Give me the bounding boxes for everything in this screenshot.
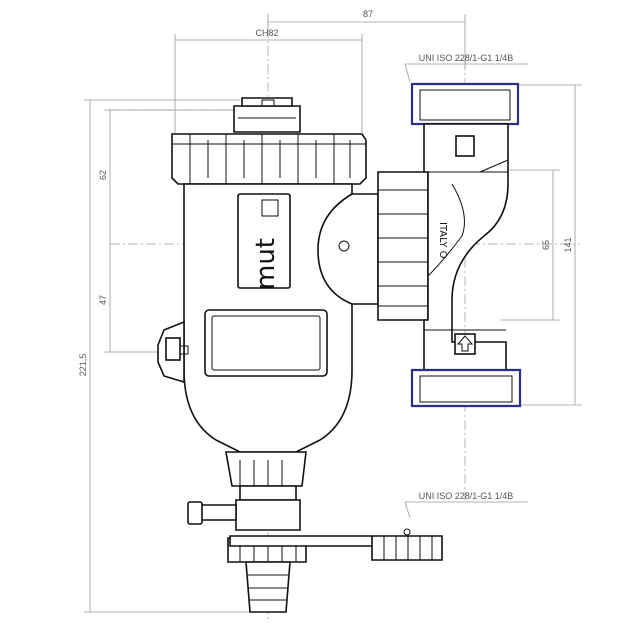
- brand-logo: mut: [251, 238, 281, 290]
- square-port-icon: [455, 135, 475, 157]
- dim-key-size: CH82: [255, 28, 278, 38]
- thread-spec-bottom: UNI ISO 228/1-G1 1/4B: [419, 491, 514, 501]
- separator-body: mut: [157, 97, 443, 613]
- drain-valve-icon: [187, 501, 237, 525]
- dim-port-distance: 141: [563, 237, 573, 252]
- dim-upper-height: 62: [98, 170, 108, 180]
- dim-lower-height: 47: [98, 295, 108, 305]
- magnet-holder-icon: [157, 320, 189, 384]
- pipe-fitting: ITALY O: [410, 82, 522, 408]
- arrow-up-icon: [454, 333, 476, 355]
- union-connection: [317, 171, 429, 321]
- body-marking: ITALY O: [437, 222, 448, 259]
- dim-center-distance: 65: [541, 240, 551, 250]
- dim-total-height: 221,5: [78, 354, 88, 377]
- thread-spec-top: UNI ISO 228/1-G1 1/4B: [419, 53, 514, 63]
- dim-top-width: 87: [363, 9, 373, 19]
